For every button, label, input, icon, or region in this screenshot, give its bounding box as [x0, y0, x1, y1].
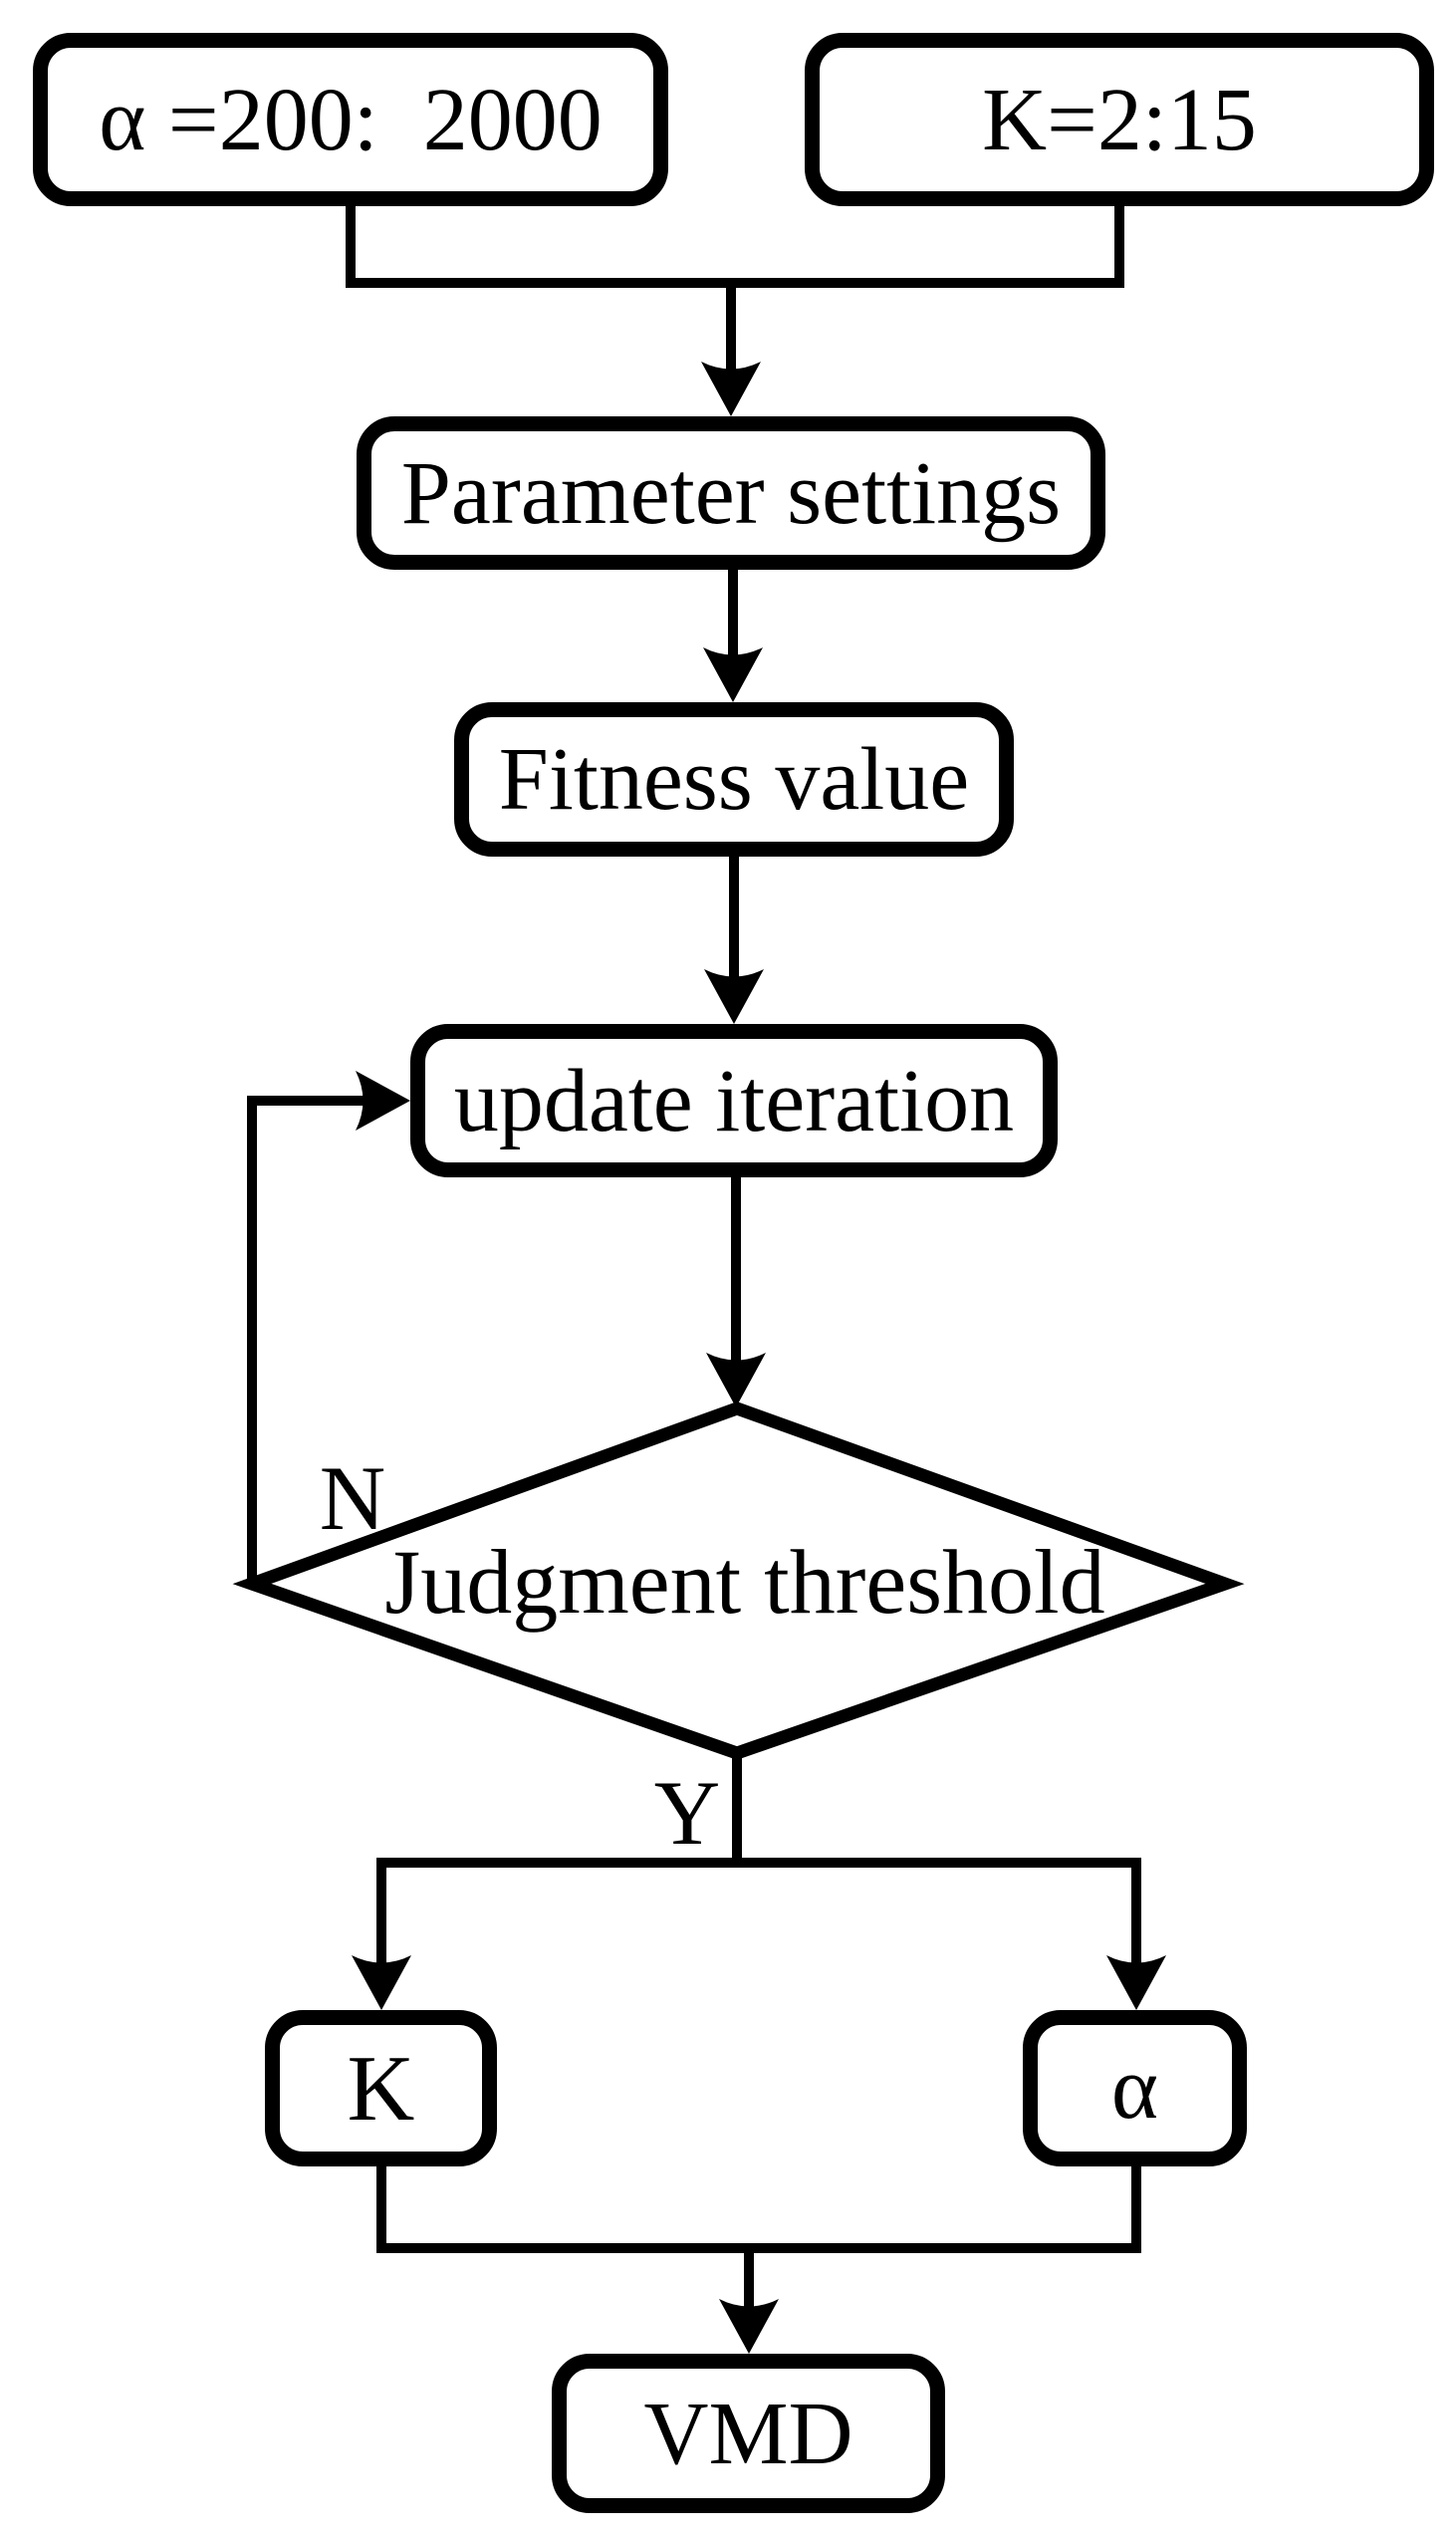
node-alpha-result: α — [1023, 2010, 1247, 2166]
node-update-iteration-label: update iteration — [453, 1051, 1015, 1150]
edge-no-loop — [247, 1096, 368, 1584]
branch-label-yes: Y — [643, 1761, 731, 1865]
node-parameter-settings-label: Parameter settings — [400, 443, 1062, 543]
node-vmd-label: VMD — [643, 2384, 853, 2483]
node-k-result: K — [265, 2010, 497, 2166]
arrowhead-to-k-result — [352, 1955, 411, 2010]
arrowhead-to-alpha-result — [1106, 1955, 1166, 2010]
arrowhead-no-loop-to-update-iteration — [356, 1071, 410, 1131]
node-k-range-label: K=2:15 — [982, 70, 1257, 169]
node-k-result-label: K — [347, 2036, 415, 2141]
arrowhead-to-fitness-value — [703, 647, 763, 702]
node-update-iteration: update iteration — [410, 1024, 1058, 1177]
node-k-range: K=2:15 — [805, 33, 1434, 206]
arrowhead-to-vmd — [719, 2299, 779, 2354]
branch-label-no: N — [311, 1446, 394, 1550]
branch-label-yes-text: Y — [653, 1762, 721, 1864]
branch-label-no-text: N — [319, 1447, 386, 1549]
node-parameter-settings: Parameter settings — [357, 416, 1105, 570]
arrowhead-to-parameter-settings — [701, 362, 761, 416]
node-alpha-range: α =200: 2000 — [33, 33, 668, 206]
node-fitness-value-label: Fitness value — [498, 730, 970, 829]
node-alpha-range-label: α =200: 2000 — [99, 70, 603, 169]
node-judgment-threshold: Judgment threshold — [309, 1526, 1181, 1638]
node-vmd: VMD — [552, 2354, 945, 2513]
arrowhead-to-judgment-threshold — [706, 1353, 766, 1407]
node-fitness-value: Fitness value — [454, 702, 1014, 857]
node-alpha-result-label: α — [1110, 2039, 1159, 2138]
node-judgment-threshold-label: Judgment threshold — [384, 1531, 1105, 1633]
arrowhead-to-update-iteration — [704, 969, 764, 1024]
